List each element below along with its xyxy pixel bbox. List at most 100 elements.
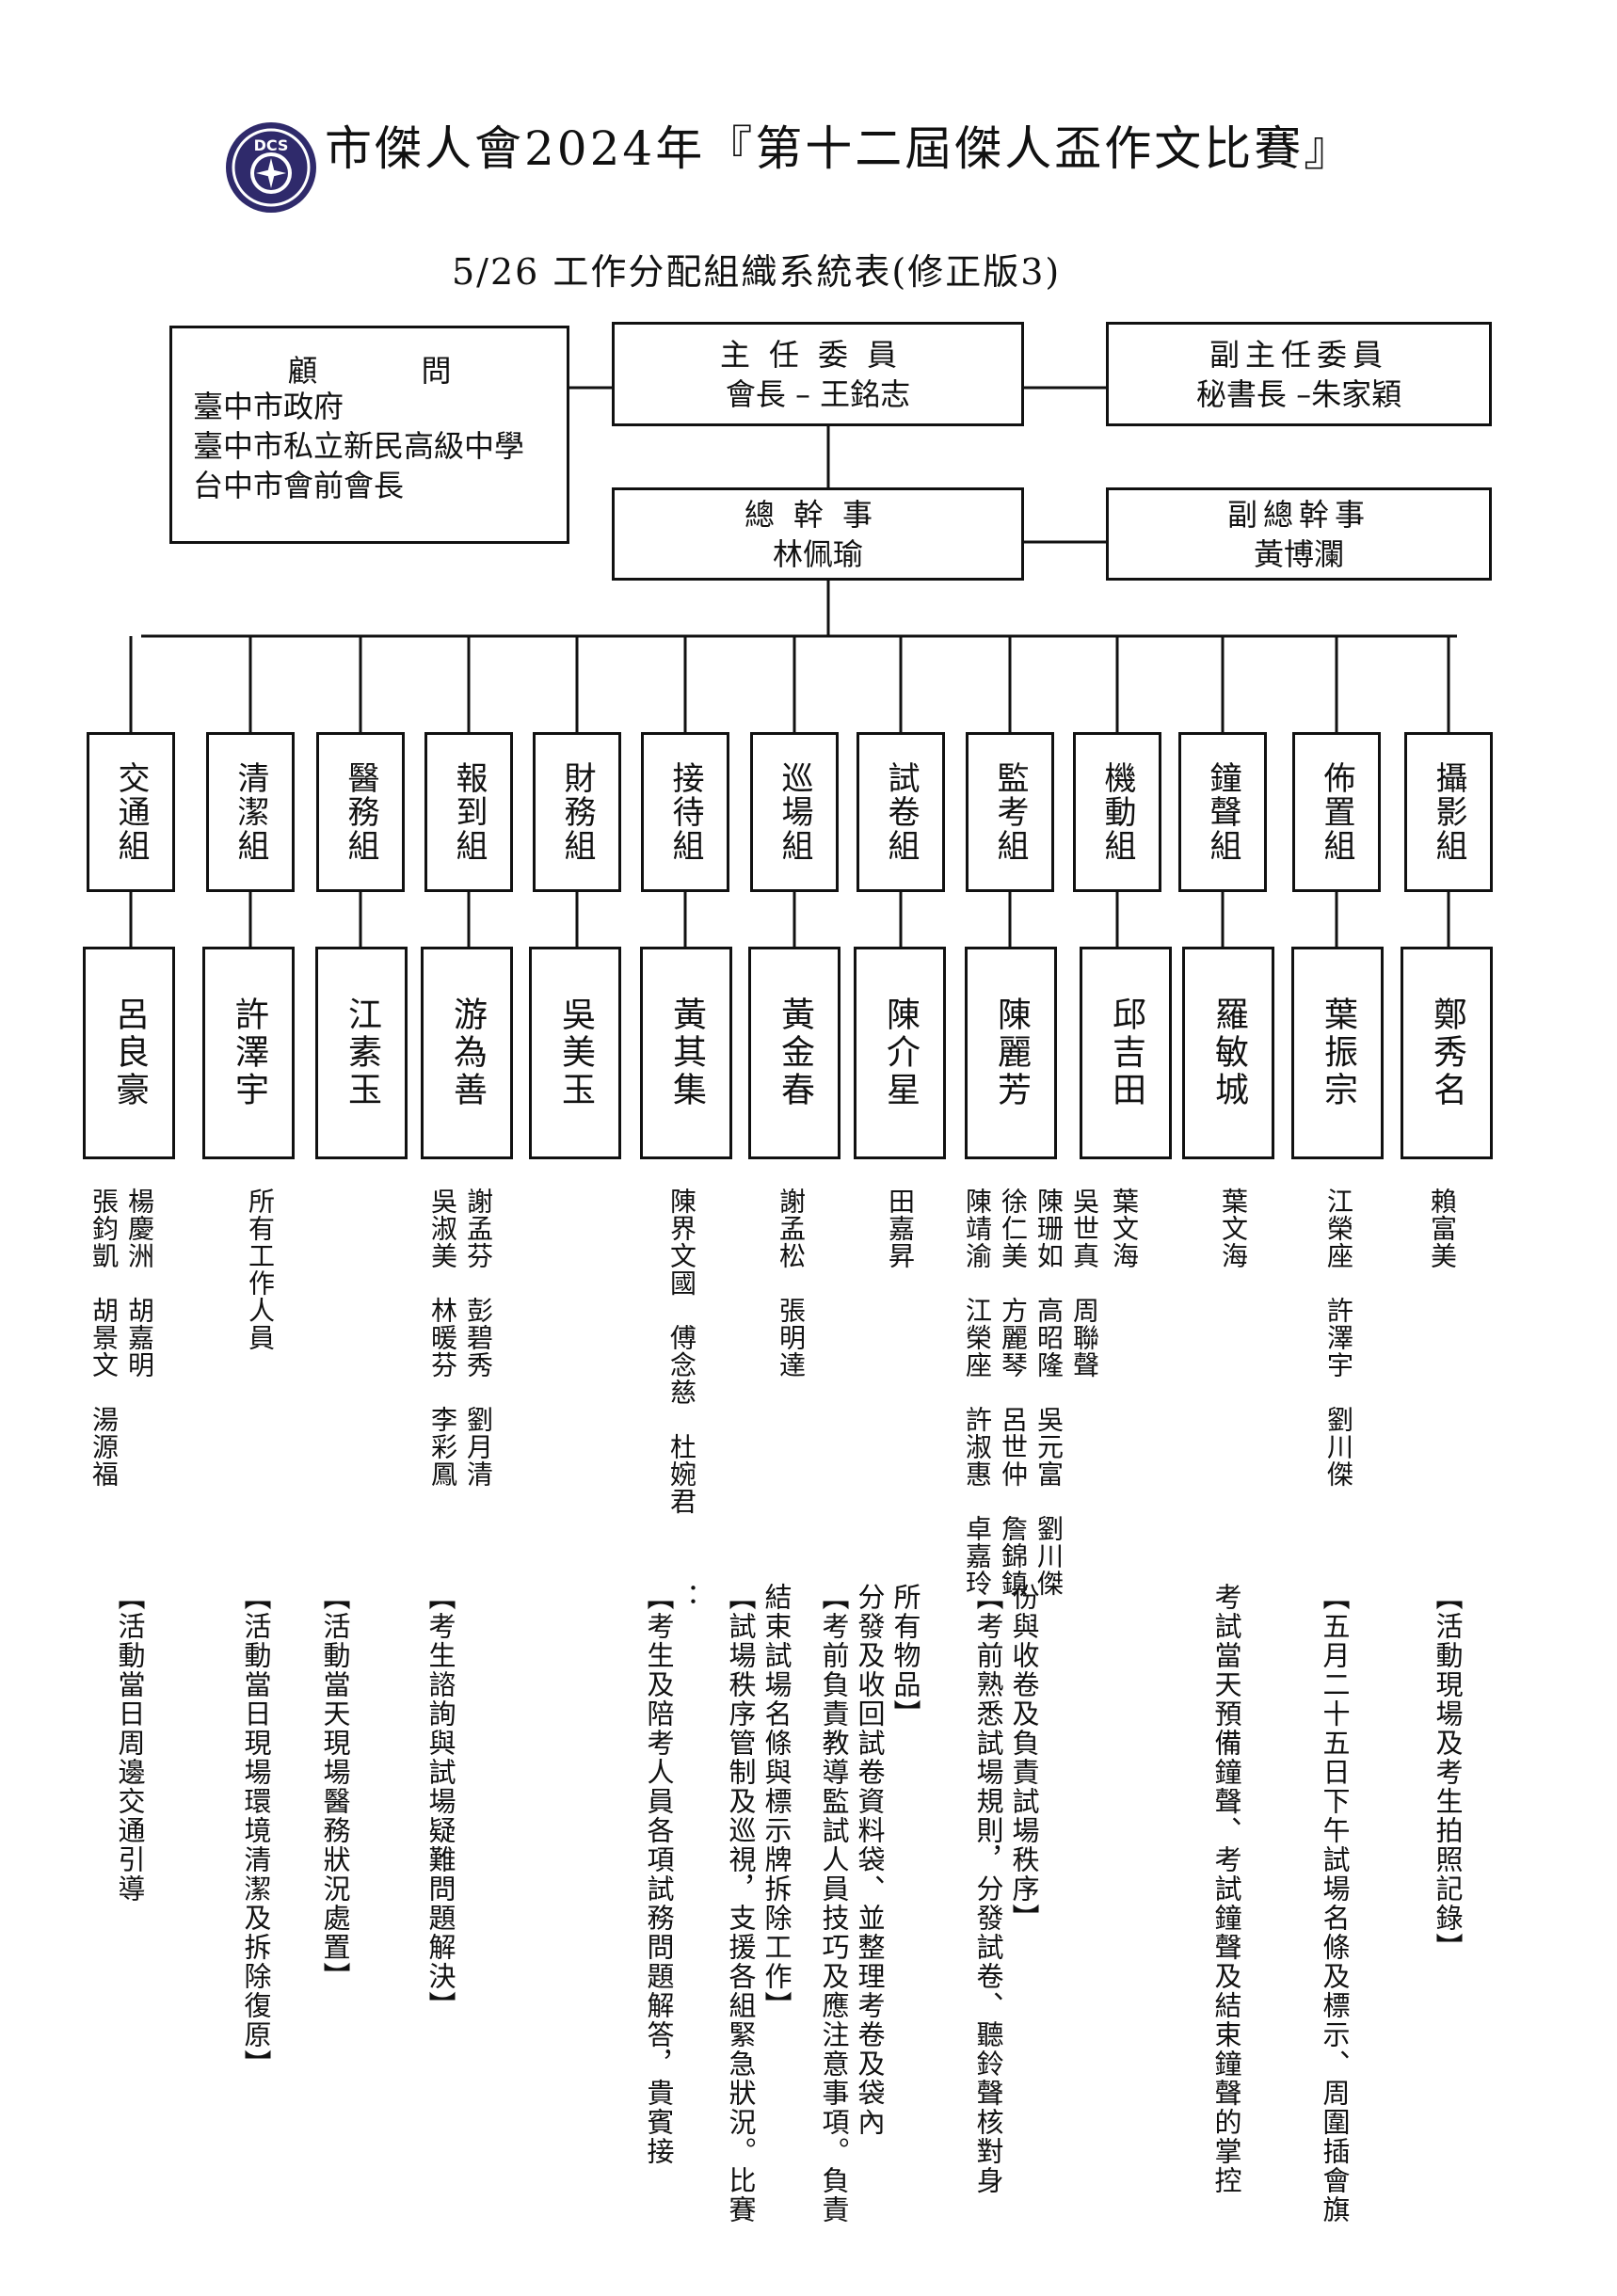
group-members: 陳珊如 高昭隆 吳元富 劉川傑 bbox=[1033, 1188, 1065, 1597]
advisor-line: 台中市會前會長 bbox=[193, 468, 405, 503]
vice-secretary-name: 黃博瀾 bbox=[1253, 535, 1344, 572]
group-duty: 【試場秩序管制及巡視，支援各組緊急狀況。比賽 bbox=[725, 1583, 757, 2224]
secretary-name: 林佩瑜 bbox=[772, 535, 863, 572]
group-name: 佈置組 bbox=[1318, 761, 1355, 863]
group-leader: 邱吉田 bbox=[1107, 997, 1145, 1109]
group-duty: 所有物品】 bbox=[889, 1583, 921, 1729]
group-name: 接待組 bbox=[666, 761, 704, 863]
group-duty: 【活動現場及考生拍照記錄】 bbox=[1432, 1583, 1464, 1962]
logo-text: DCS bbox=[254, 136, 289, 154]
group-name-box: 佈置組 bbox=[1292, 732, 1381, 892]
secretary-box: 總幹事 林佩瑜 bbox=[612, 487, 1024, 581]
group-name-box: 清潔組 bbox=[206, 732, 295, 892]
chair-title: 主任委員 bbox=[719, 336, 916, 373]
group-leader-box: 葉振宗 bbox=[1291, 947, 1384, 1159]
group-leader: 陳介星 bbox=[881, 997, 920, 1109]
advisor-box: 顧問 臺中市政府 臺中市私立新民高級中學 台中市會前會長 bbox=[169, 326, 569, 544]
group-duty: 【考生諮詢與試場疑難問題解決】 bbox=[424, 1583, 456, 2020]
group-duty: 【活動當日周邊交通引導 bbox=[114, 1583, 146, 1904]
group-name: 機動組 bbox=[1098, 761, 1136, 863]
group-members: 陳靖渝 江榮座 許淑惠 卓嘉玲 bbox=[962, 1188, 993, 1597]
group-leader-box: 陳麗芳 bbox=[965, 947, 1057, 1159]
group-duty: ： bbox=[669, 1583, 701, 1612]
group-leader: 江素玉 bbox=[343, 997, 381, 1109]
group-members: 所有工作人員 bbox=[245, 1188, 276, 1351]
group-leader: 葉振宗 bbox=[1319, 997, 1357, 1109]
group-members: 葉文海 bbox=[1109, 1188, 1140, 1269]
group-name-box: 監考組 bbox=[966, 732, 1054, 892]
group-name-box: 鐘聲組 bbox=[1178, 732, 1267, 892]
group-duty: 分發及收回試卷資料袋、並整理考卷及袋內 bbox=[854, 1583, 886, 2137]
group-leader: 羅敏城 bbox=[1209, 997, 1248, 1109]
group-leader: 游為善 bbox=[448, 997, 487, 1109]
advisor-line: 臺中市政府 bbox=[193, 389, 344, 424]
group-duty: 結束試場名條與標示牌拆除工作】 bbox=[760, 1583, 792, 2020]
chair-name: 會長 – 王銘志 bbox=[725, 375, 911, 412]
group-leader-box: 邱吉田 bbox=[1080, 947, 1172, 1159]
group-leader-box: 江素玉 bbox=[315, 947, 408, 1159]
page-subtitle: 5/26 工作分配組織系統表(修正版3) bbox=[452, 251, 1062, 293]
group-name: 報到組 bbox=[450, 761, 488, 863]
group-leader-box: 陳介星 bbox=[854, 947, 946, 1159]
page-title: 市傑人會2024年『第十二屆傑人盃作文比賽』 bbox=[325, 121, 1354, 176]
group-name: 試卷組 bbox=[882, 761, 920, 863]
group-members: 江榮座 許澤宇 劉川傑 bbox=[1323, 1188, 1354, 1488]
group-name: 清潔組 bbox=[232, 761, 269, 863]
group-name: 鐘聲組 bbox=[1204, 761, 1241, 863]
group-name-box: 醫務組 bbox=[316, 732, 405, 892]
group-members: 陳界文國 傅念慈 杜婉君 bbox=[666, 1188, 697, 1515]
group-name: 醫務組 bbox=[342, 761, 379, 863]
group-name-box: 攝影組 bbox=[1404, 732, 1493, 892]
vice-chair-title: 副主任委員 bbox=[1209, 336, 1388, 373]
group-name-box: 接待組 bbox=[641, 732, 729, 892]
group-duty: 【活動當天現場醫務狀況處置】 bbox=[319, 1583, 351, 1991]
group-leader-box: 黃其集 bbox=[640, 947, 732, 1159]
group-leader-box: 黃金春 bbox=[748, 947, 841, 1159]
group-members: 張鈞凱 胡景文 湯源福 bbox=[88, 1188, 120, 1488]
group-members: 徐仁美 方麗琴 呂世仲 詹錦鎮 bbox=[998, 1188, 1029, 1597]
group-name: 交通組 bbox=[112, 761, 150, 863]
advisor-heading: 顧問 bbox=[287, 353, 555, 389]
group-members: 田嘉昇 bbox=[885, 1188, 916, 1269]
dcs-logo: DCS bbox=[226, 122, 316, 213]
group-leader-box: 吳美玉 bbox=[529, 947, 621, 1159]
group-name-box: 試卷組 bbox=[857, 732, 945, 892]
group-duty: 【考前熟悉試場規則，分發試卷、聽鈴聲核對身 bbox=[972, 1583, 1004, 2195]
group-duty: 【考前負責教導監試人員技巧及應注意事項。負責 bbox=[818, 1583, 850, 2224]
group-name: 巡場組 bbox=[776, 761, 813, 863]
group-duty: 考試當天預備鐘聲、考試鐘聲及結束鐘聲的掌控 bbox=[1210, 1583, 1242, 2195]
group-leader: 黃金春 bbox=[776, 997, 814, 1109]
group-name-box: 報到組 bbox=[424, 732, 513, 892]
group-leader-box: 羅敏城 bbox=[1182, 947, 1274, 1159]
group-leader: 鄭秀名 bbox=[1428, 997, 1466, 1109]
group-members: 賴富美 bbox=[1427, 1188, 1458, 1269]
group-members: 吳世真 周聯聲 bbox=[1069, 1188, 1100, 1379]
group-leader: 呂良豪 bbox=[110, 997, 149, 1109]
group-leader-box: 呂良豪 bbox=[83, 947, 175, 1159]
group-members: 謝孟芬 彭碧秀 劉月清 bbox=[463, 1188, 494, 1488]
chair-box: 主任委員 會長 – 王銘志 bbox=[612, 322, 1024, 426]
vice-secretary-title: 副總幹事 bbox=[1226, 496, 1370, 533]
group-leader: 吳美玉 bbox=[556, 997, 595, 1109]
secretary-title: 總幹事 bbox=[744, 496, 891, 533]
group-leader-box: 許澤宇 bbox=[202, 947, 295, 1159]
advisor-line: 臺中市私立新民高級中學 bbox=[193, 428, 525, 464]
vice-chair-name: 秘書長 –朱家穎 bbox=[1195, 375, 1402, 412]
group-leader: 許澤宇 bbox=[230, 997, 268, 1109]
vice-secretary-box: 副總幹事 黃博瀾 bbox=[1106, 487, 1492, 581]
group-leader: 黃其集 bbox=[667, 997, 706, 1109]
group-name: 攝影組 bbox=[1430, 761, 1467, 863]
group-duty: 份與收卷及負責試場秩序】 bbox=[1008, 1583, 1040, 1933]
group-name-box: 機動組 bbox=[1073, 732, 1161, 892]
group-members: 葉文海 bbox=[1218, 1188, 1249, 1269]
group-leader-box: 鄭秀名 bbox=[1401, 947, 1493, 1159]
group-duty: 【五月二十五日下午試場名條及標示、周圍插會旗 bbox=[1319, 1583, 1351, 2224]
group-duty: 【考生及陪考人員各項試務問題解答，貴賓接 bbox=[643, 1583, 675, 2166]
group-name: 財務組 bbox=[558, 761, 596, 863]
group-name-box: 財務組 bbox=[533, 732, 621, 892]
group-name-box: 巡場組 bbox=[750, 732, 839, 892]
vice-chair-box: 副主任委員 秘書長 –朱家穎 bbox=[1106, 322, 1492, 426]
group-members: 吳淑美 林暖芬 李彩鳳 bbox=[427, 1188, 458, 1488]
